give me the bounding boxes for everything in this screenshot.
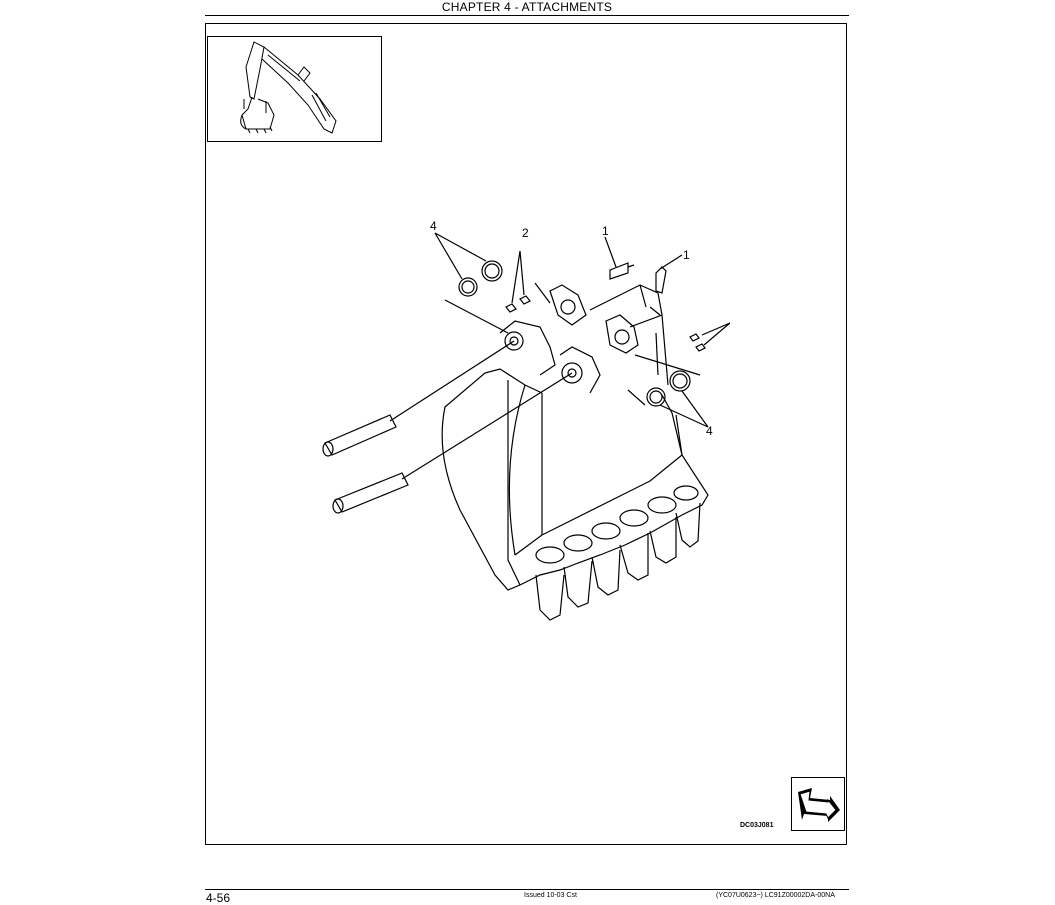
callout-1-right: 1 (683, 248, 690, 262)
callout-4-right: 4 (706, 424, 713, 438)
locator-inset (207, 36, 382, 142)
footer-divider (205, 889, 849, 890)
chapter-title: CHAPTER 4 - ATTACHMENTS (441, 0, 613, 14)
callout-4-left: 4 (430, 219, 437, 233)
figure-frame (205, 23, 847, 845)
callout-2-left: 2 (522, 226, 529, 240)
page-number: 4-56 (206, 891, 231, 905)
header-divider (205, 15, 849, 16)
next-page-arrow-icon (798, 788, 840, 822)
callout-1-left: 1 (602, 224, 609, 238)
document-code: (YC07U0623~) LC91Z00002DA-00NA (716, 892, 835, 899)
excavator-arm-locator-icon (240, 41, 337, 134)
next-page-button[interactable] (791, 777, 845, 831)
bucket-exploded-diagram: 4 2 1 1 2 4 (322, 219, 730, 621)
figure-id: DC03J081 (740, 822, 774, 829)
issue-date: Issued 10-03 Cst (524, 892, 577, 899)
